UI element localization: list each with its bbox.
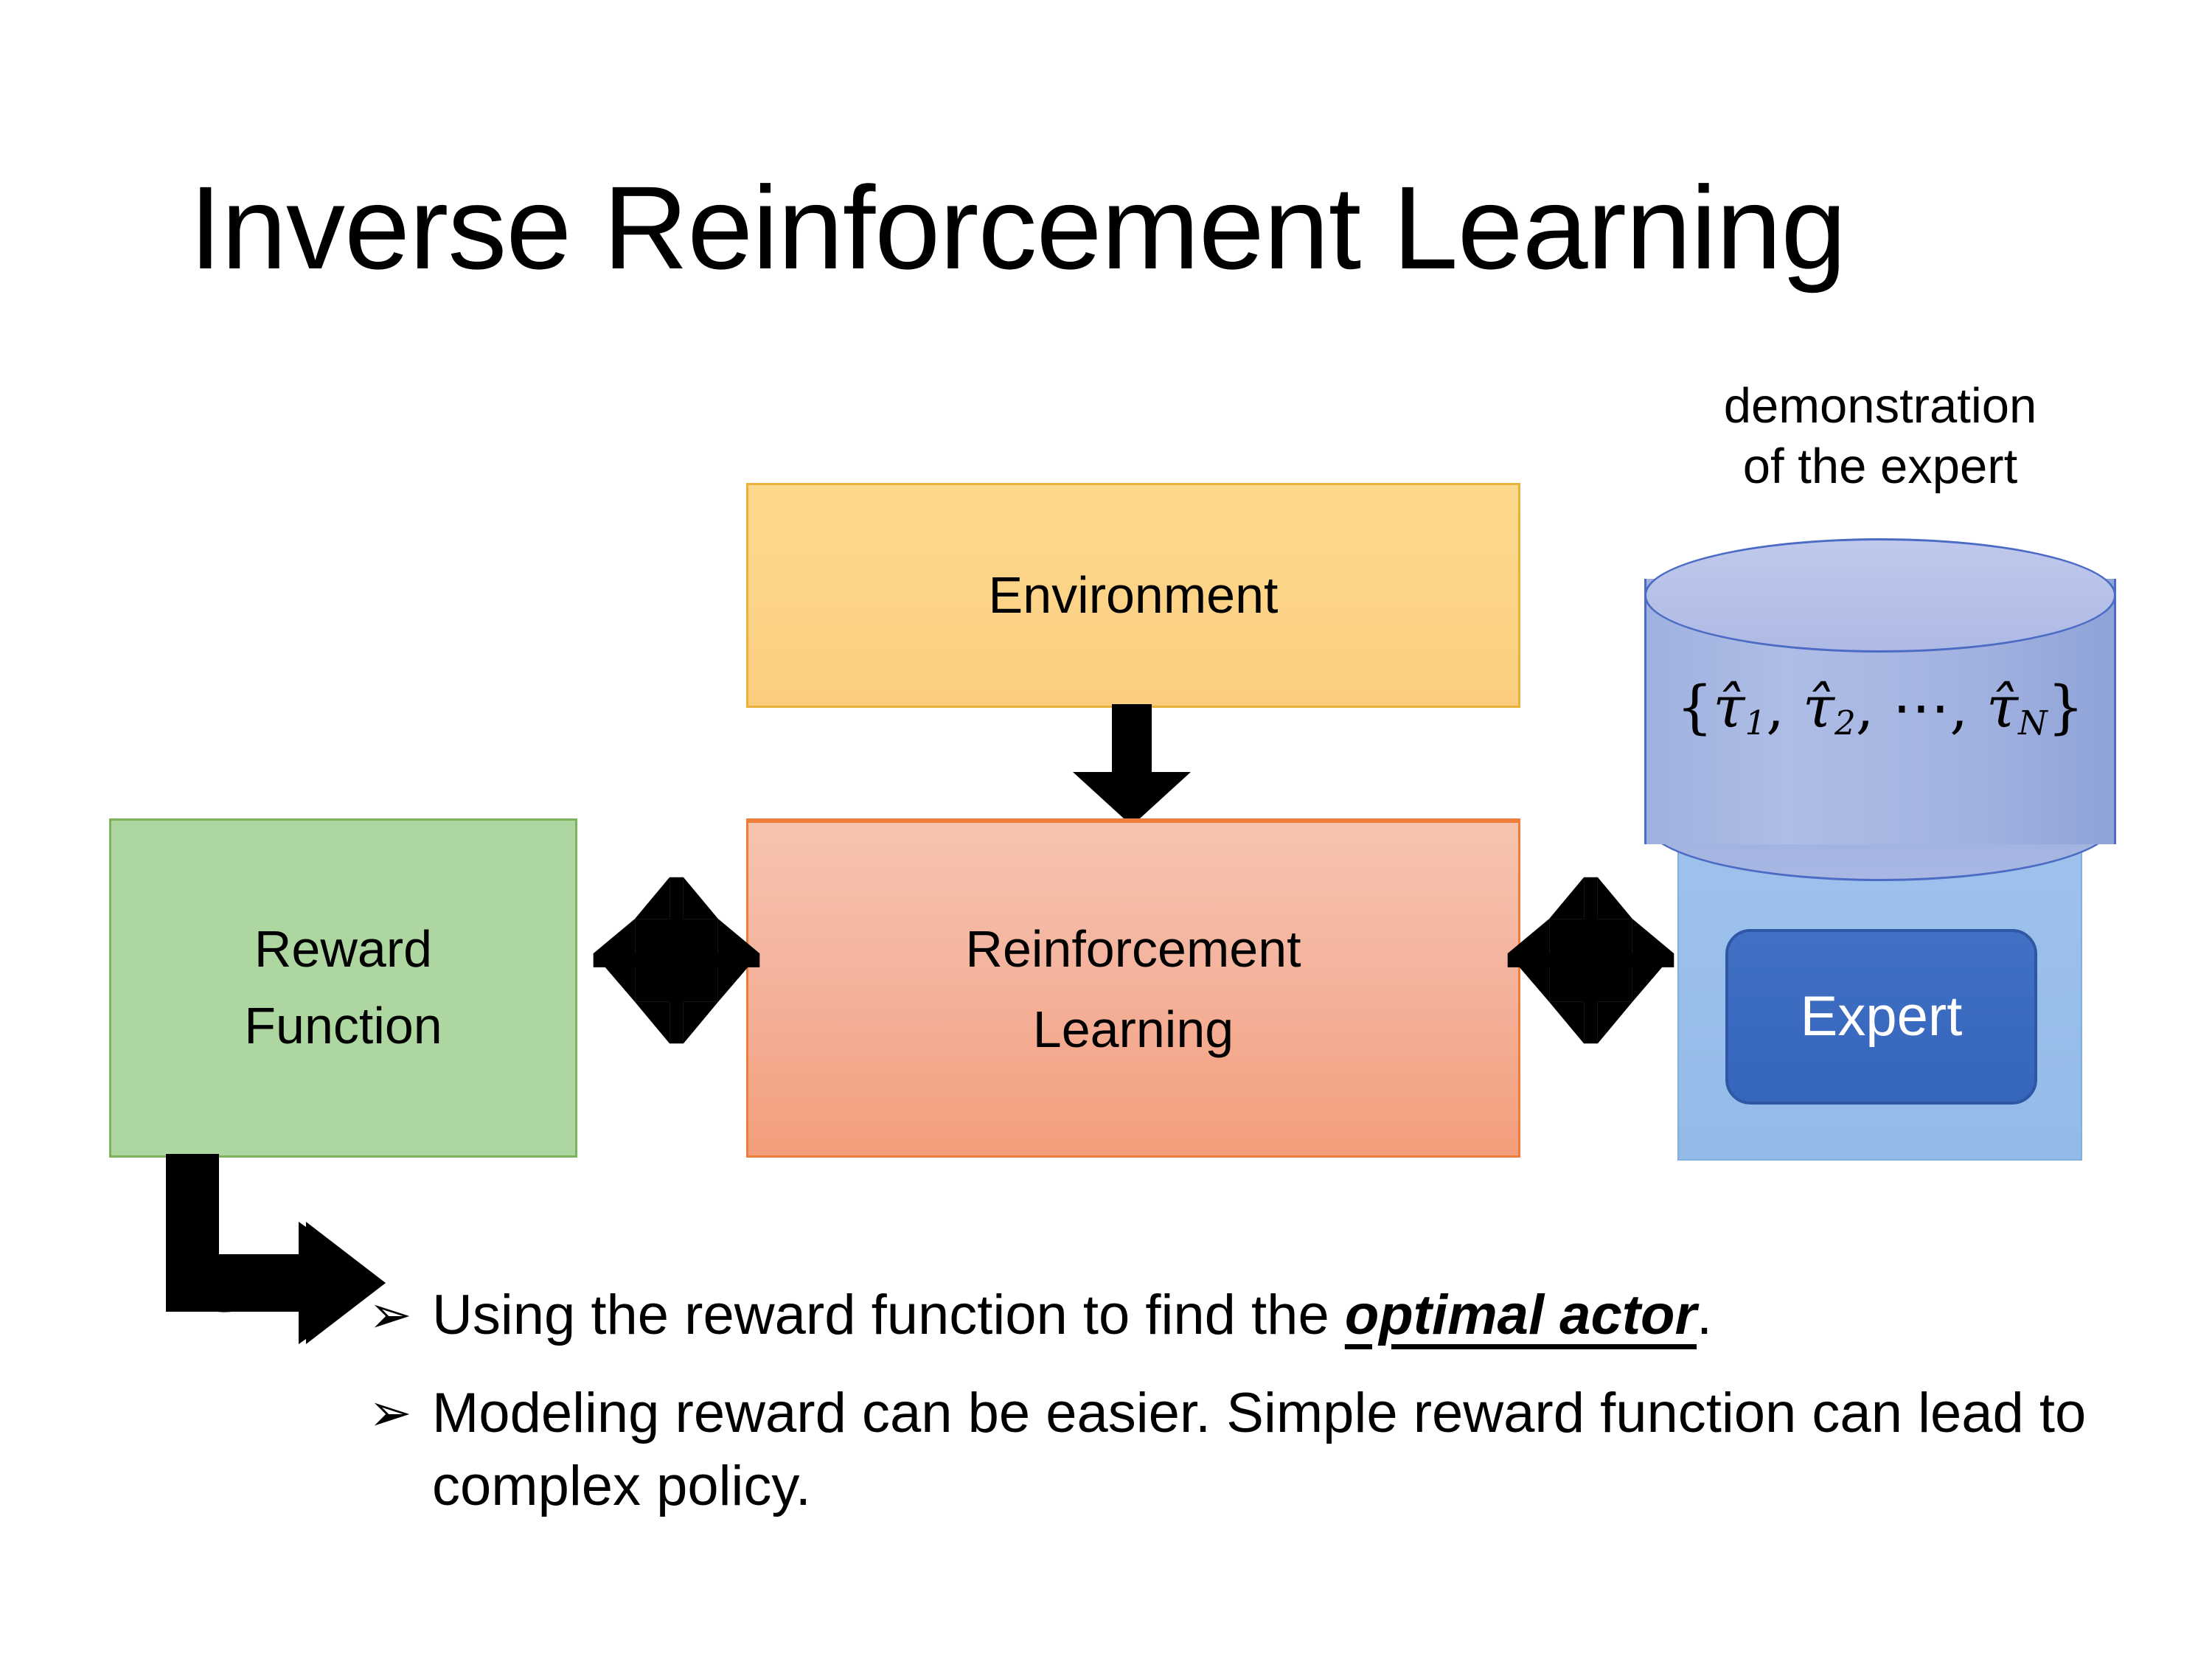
bullet-marker-icon: ➢: [369, 1383, 412, 1441]
demonstration-cylinder-icon: {τ̂1, τ̂2, ⋯, τ̂N}: [1644, 538, 2116, 885]
bullet-list: ➢ Using the reward function to find the …: [369, 1279, 2138, 1548]
rl-label-line2: Learning: [1032, 1000, 1234, 1058]
reinforcement-learning-label: Reinforcement Learning: [965, 909, 1301, 1069]
formula-close-brace: }: [2047, 675, 2084, 741]
reward-label-line1: Reward: [254, 920, 433, 978]
formula-tau-1: τ̂: [1713, 675, 1745, 741]
formula-open-brace: {: [1676, 675, 1714, 741]
demonstration-caption-line1: demonstration: [1723, 378, 2037, 434]
rl-label-line1: Reinforcement: [965, 920, 1301, 978]
bullet-1-emphasis: optimal actor: [1344, 1284, 1697, 1346]
formula-sub-n: N: [2018, 703, 2048, 742]
quad-arrow-rl-expert-icon: [1504, 874, 1677, 1047]
formula-tau-2: τ̂: [1802, 675, 1834, 741]
bullet-text-1: Using the reward function to find the op…: [432, 1279, 2138, 1352]
arrow-environment-to-rl-icon: [1073, 704, 1191, 826]
formula-tau-n: τ̂: [1986, 675, 2019, 741]
formula-sub-2: 2: [1834, 703, 1856, 742]
bullet-1-after: .: [1697, 1284, 1713, 1346]
list-item: ➢ Using the reward function to find the …: [369, 1279, 2138, 1352]
elbow-arrow-reward-to-bullet-icon: [151, 1154, 394, 1368]
formula-sep-1: ,: [1766, 675, 1803, 741]
bullet-2-before: Modeling reward can be easier. Simple re…: [432, 1381, 2087, 1517]
bullet-text-2: Modeling reward can be easier. Simple re…: [432, 1377, 2138, 1523]
reinforcement-learning-box[interactable]: Reinforcement Learning: [746, 818, 1520, 1158]
bullet-1-before: Using the reward function to find the: [432, 1284, 1345, 1346]
formula-sub-1: 1: [1745, 703, 1767, 742]
bullet-marker-icon: ➢: [369, 1286, 412, 1343]
environment-label: Environment: [988, 566, 1279, 624]
expert-group: Expert {τ̂1, τ̂2, ⋯, τ̂N}: [1644, 538, 2116, 1161]
trajectory-set-formula: {τ̂1, τ̂2, ⋯, τ̂N}: [1644, 675, 2116, 742]
list-item: ➢ Modeling reward can be easier. Simple …: [369, 1377, 2138, 1523]
expert-label: Expert: [1800, 985, 1963, 1048]
demonstration-caption-line2: of the expert: [1742, 438, 2018, 494]
page-title: Inverse Reinforcement Learning: [189, 161, 1847, 293]
reward-function-box[interactable]: Reward Function: [109, 818, 577, 1158]
quad-arrow-reward-rl-icon: [590, 874, 763, 1047]
reward-label-line2: Function: [244, 997, 442, 1054]
demonstration-caption: demonstration of the expert: [1630, 376, 2131, 496]
reward-function-label: Reward Function: [244, 911, 442, 1064]
cylinder-top-ellipse: [1644, 538, 2116, 653]
formula-sep-2: , ⋯,: [1855, 675, 1986, 741]
expert-button[interactable]: Expert: [1725, 929, 2037, 1105]
environment-box[interactable]: Environment: [746, 483, 1520, 708]
